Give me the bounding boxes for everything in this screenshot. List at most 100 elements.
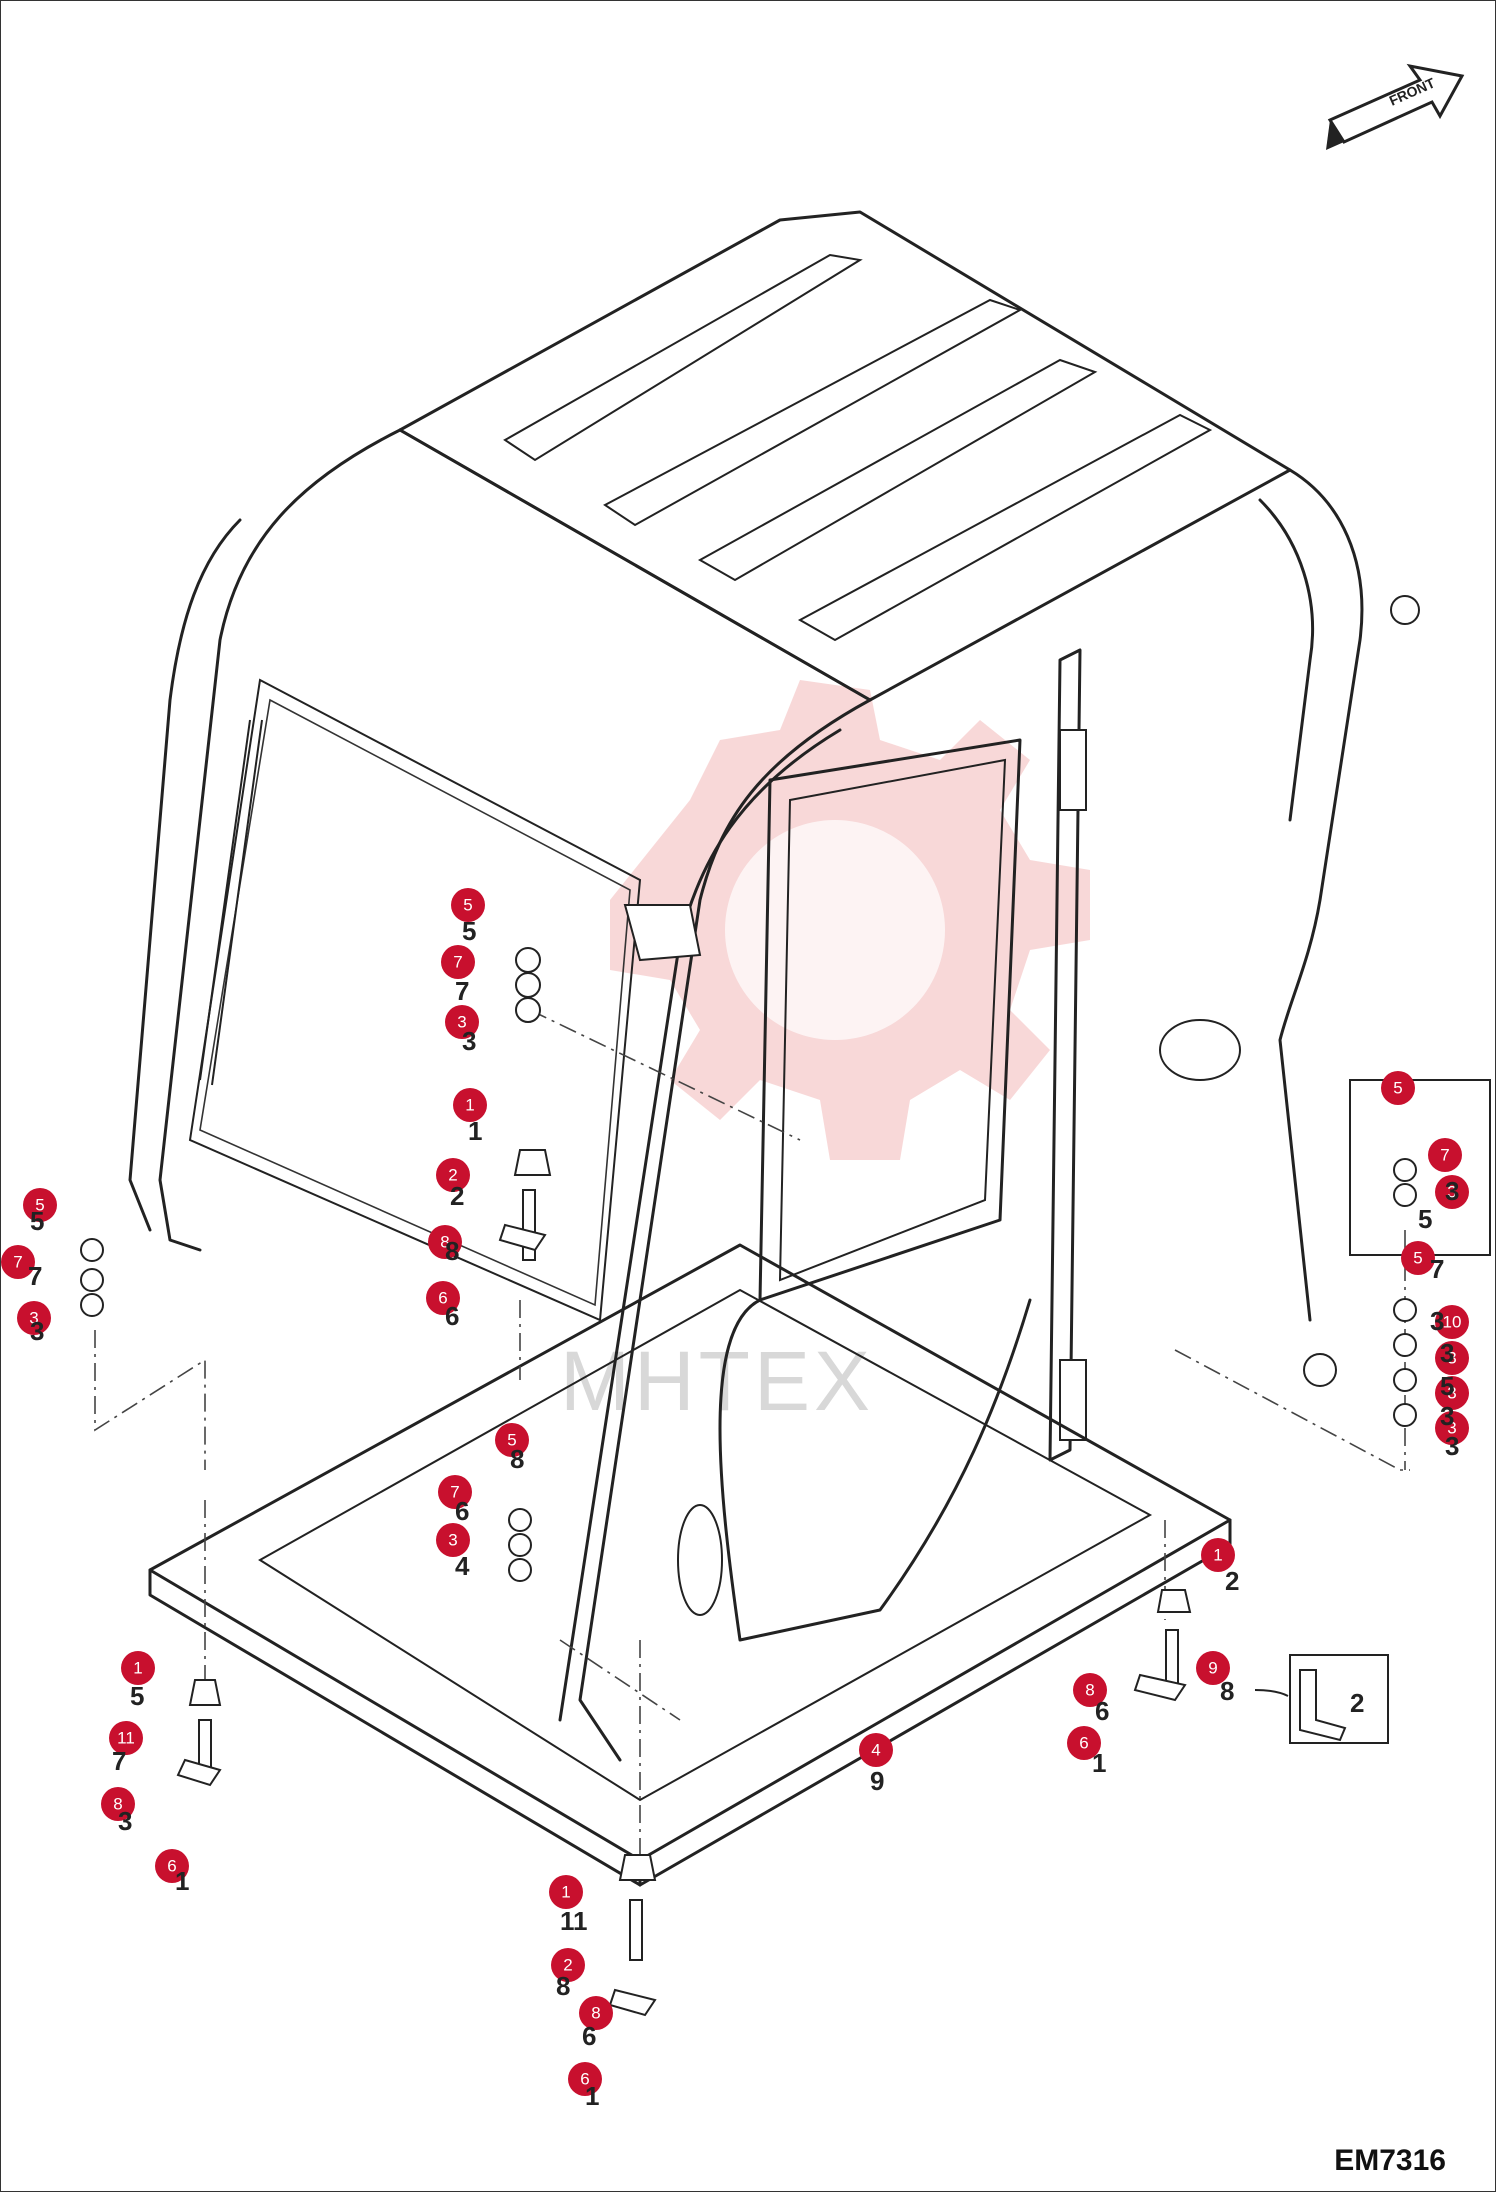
part-number-6: 6	[445, 1301, 459, 1331]
part-number-3: 3	[1430, 1306, 1444, 1336]
callout-2: 2	[551, 1948, 585, 1982]
callout-1: 1	[549, 1875, 583, 1909]
svg-text:7: 7	[1440, 1146, 1449, 1165]
svg-text:3: 3	[1447, 1419, 1456, 1438]
svg-text:4: 4	[871, 1741, 880, 1760]
part-number-1: 1	[1092, 1748, 1106, 1778]
callout-4: 4	[859, 1733, 893, 1767]
callout-3: 3	[17, 1301, 51, 1335]
watermark-logo	[610, 680, 1090, 1160]
callout-6: 6	[1067, 1726, 1101, 1760]
svg-text:3: 3	[448, 1531, 457, 1550]
svg-text:3: 3	[1447, 1183, 1456, 1202]
callout-3: 3	[1435, 1175, 1469, 1209]
part-number-1: 1	[468, 1116, 482, 1146]
svg-text:5: 5	[1393, 1079, 1402, 1098]
inset-label: 2	[1350, 1688, 1364, 1718]
svg-text:6: 6	[167, 1857, 176, 1876]
svg-text:8: 8	[113, 1795, 122, 1814]
callout-5: 5	[23, 1188, 57, 1222]
part-number-2: 2	[450, 1181, 464, 1211]
cab-body	[128, 210, 1420, 1762]
part-number-5: 5	[30, 1206, 44, 1236]
callout-2: 2	[436, 1158, 470, 1192]
part-number-5: 5	[462, 916, 476, 946]
callout-5: 5	[1401, 1241, 1435, 1275]
svg-text:2: 2	[448, 1166, 457, 1185]
callout-1: 1	[1201, 1538, 1235, 1572]
part-number-8: 8	[445, 1236, 459, 1266]
part-number-7: 7	[28, 1261, 42, 1291]
assembly-lines	[94, 1009, 1410, 1880]
svg-text:5: 5	[463, 896, 472, 915]
part-number-6: 6	[455, 1496, 469, 1526]
part-number-1: 1	[585, 2081, 599, 2111]
svg-text:5: 5	[35, 1196, 44, 1215]
callout-5: 5	[1381, 1071, 1415, 1105]
part-number-2: 2	[1225, 1566, 1239, 1596]
svg-text:8: 8	[1085, 1681, 1094, 1700]
svg-text:2: 2	[563, 1956, 572, 1975]
svg-text:3: 3	[457, 1013, 466, 1032]
callout-3: 3	[1435, 1376, 1469, 1410]
callout-3: 3	[445, 1005, 479, 1039]
callout-8: 8	[579, 1996, 613, 2030]
svg-text:9: 9	[1208, 1659, 1217, 1678]
drawing-code: EM7316	[1334, 2144, 1446, 2177]
part-number-3: 3	[1440, 1401, 1454, 1431]
svg-text:5: 5	[1413, 1249, 1422, 1268]
fasteners	[80, 947, 1417, 2017]
part-number-7: 7	[455, 976, 469, 1006]
callout-8: 8	[101, 1787, 135, 1821]
svg-text:6: 6	[1079, 1734, 1088, 1753]
part-number-3: 3	[1440, 1338, 1454, 1368]
svg-text:1: 1	[465, 1096, 474, 1115]
part-number-3: 3	[462, 1026, 476, 1056]
svg-text:8: 8	[440, 1233, 449, 1252]
callout-8: 8	[1073, 1673, 1107, 1707]
callout-6: 6	[155, 1849, 189, 1883]
part-number-6: 6	[582, 2021, 596, 2051]
callout-6: 6	[426, 1281, 460, 1315]
front-arrow-icon: FRONT	[1326, 63, 1465, 150]
part-number-6: 6	[1095, 1696, 1109, 1726]
svg-text:7: 7	[453, 953, 462, 972]
callout-1: 1	[453, 1088, 487, 1122]
svg-text:6: 6	[438, 1289, 447, 1308]
callout-7: 7	[1, 1245, 35, 1279]
bracket-inset: 2	[1254, 1654, 1389, 1744]
svg-text:7: 7	[450, 1483, 459, 1502]
svg-text:8: 8	[591, 2004, 600, 2023]
svg-text:10: 10	[1443, 1313, 1462, 1332]
svg-text:11: 11	[117, 1729, 135, 1748]
part-number-5: 5	[130, 1681, 144, 1711]
part-number-3: 3	[1445, 1176, 1459, 1206]
part-number-7: 7	[1430, 1254, 1444, 1284]
callout-10: 10	[1435, 1305, 1469, 1339]
part-number-11: 11	[560, 1906, 588, 1936]
callout-6: 6	[568, 2062, 602, 2096]
callout-5: 5	[451, 888, 485, 922]
callout-5: 5	[495, 1423, 529, 1457]
part-number-1: 1	[175, 1866, 189, 1896]
part-number-4: 4	[455, 1551, 470, 1581]
part-number-9: 9	[870, 1766, 884, 1796]
part-number-3: 3	[1445, 1431, 1459, 1461]
part-number-8: 8	[1220, 1676, 1234, 1706]
part-number-8: 8	[556, 1971, 570, 2001]
callout-9: 9	[1196, 1651, 1230, 1685]
part-number-5: 5	[1418, 1204, 1432, 1234]
svg-text:3: 3	[1447, 1384, 1456, 1403]
svg-text:1: 1	[561, 1883, 570, 1902]
callout-7: 7	[441, 945, 475, 979]
callout-3: 3	[1435, 1411, 1469, 1445]
callout-7: 7	[438, 1475, 472, 1509]
part-number-5: 5	[1440, 1371, 1454, 1401]
svg-text:6: 6	[580, 2070, 589, 2089]
svg-text:1: 1	[1213, 1546, 1222, 1565]
svg-text:7: 7	[13, 1253, 22, 1272]
